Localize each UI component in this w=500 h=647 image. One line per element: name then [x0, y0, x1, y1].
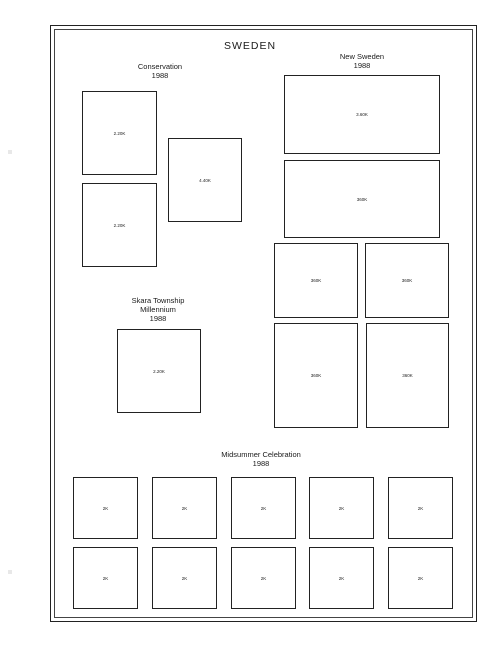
- stamp-denomination: 2K: [102, 575, 109, 581]
- stamp-denomination: 2K: [417, 575, 424, 581]
- stamp-mount: 2K: [73, 547, 138, 609]
- stamp-mount: 360K: [274, 243, 358, 318]
- stamp-denomination: 2.20K: [113, 130, 126, 136]
- stamp-mount: 2K: [309, 547, 374, 609]
- stamp-mount: 2K: [73, 477, 138, 539]
- stamp-denomination: 2K: [338, 575, 345, 581]
- stamp-denomination: 2K: [260, 575, 267, 581]
- stamp-denomination: 4.40K: [199, 177, 211, 183]
- conservation-heading: Conservation 1988: [110, 62, 210, 80]
- stamp-mount: 2K: [388, 547, 453, 609]
- stamp-denomination: 360K: [402, 373, 413, 378]
- stamp-denomination: 2K: [260, 505, 267, 511]
- stamp-mount: 2K: [231, 477, 296, 539]
- skara-year: 1988: [149, 314, 167, 323]
- stamp-denomination: 2K: [102, 505, 109, 511]
- stamp-denomination: 2K: [417, 505, 424, 511]
- stamp-mount: 2K: [152, 477, 217, 539]
- stamp-mount: 4.40K: [168, 138, 242, 222]
- stamp-denomination: 360K: [356, 196, 368, 202]
- new-sweden-title: New Sweden: [339, 52, 385, 61]
- midsummer-year: 1988: [252, 459, 270, 468]
- skara-heading: Skara Township Millennium 1988: [103, 296, 213, 323]
- scan-mark: [8, 570, 12, 574]
- stamp-mount: 360K: [274, 323, 358, 428]
- stamp-denomination: 2.20K: [153, 368, 165, 374]
- new-sweden-year: 1988: [353, 61, 371, 70]
- page-title: SWEDEN: [223, 40, 277, 52]
- stamp-denomination: 360K: [310, 373, 322, 378]
- stamp-mount: 360K: [365, 243, 449, 318]
- conservation-year: 1988: [151, 71, 169, 80]
- skara-title-line2: Millennium: [140, 305, 176, 314]
- stamp-mount: 360K: [366, 323, 449, 428]
- stamp-mount: 2K: [309, 477, 374, 539]
- page-outer-border: [50, 25, 477, 622]
- midsummer-title: Midsummer Celebration: [221, 450, 301, 459]
- stamp-denomination: 2.20K: [113, 222, 126, 228]
- stamp-denomination: 3.60K: [356, 112, 368, 117]
- stamp-mount: 2.20K: [82, 183, 157, 267]
- stamp-mount: 2.20K: [117, 329, 201, 413]
- stamp-mount: 2.20K: [82, 91, 157, 175]
- stamp-mount: 2K: [152, 547, 217, 609]
- new-sweden-heading: New Sweden 1988: [312, 52, 412, 70]
- stamp-mount: 2K: [231, 547, 296, 609]
- stamp-denomination: 2K: [181, 575, 188, 581]
- page-inner-border: [54, 29, 473, 618]
- stamp-mount: 3.60K: [284, 75, 440, 154]
- stamp-mount: 2K: [388, 477, 453, 539]
- stamp-mount: 360K: [284, 160, 440, 238]
- conservation-title: Conservation: [137, 62, 183, 71]
- stamp-denomination: 2K: [338, 505, 345, 511]
- stamp-denomination: 360K: [310, 278, 322, 283]
- stamp-denomination: 2K: [181, 505, 188, 511]
- midsummer-heading: Midsummer Celebration 1988: [196, 450, 326, 468]
- stamp-denomination: 360K: [401, 278, 413, 283]
- scan-mark: [8, 150, 12, 154]
- skara-title-line1: Skara Township: [131, 296, 185, 305]
